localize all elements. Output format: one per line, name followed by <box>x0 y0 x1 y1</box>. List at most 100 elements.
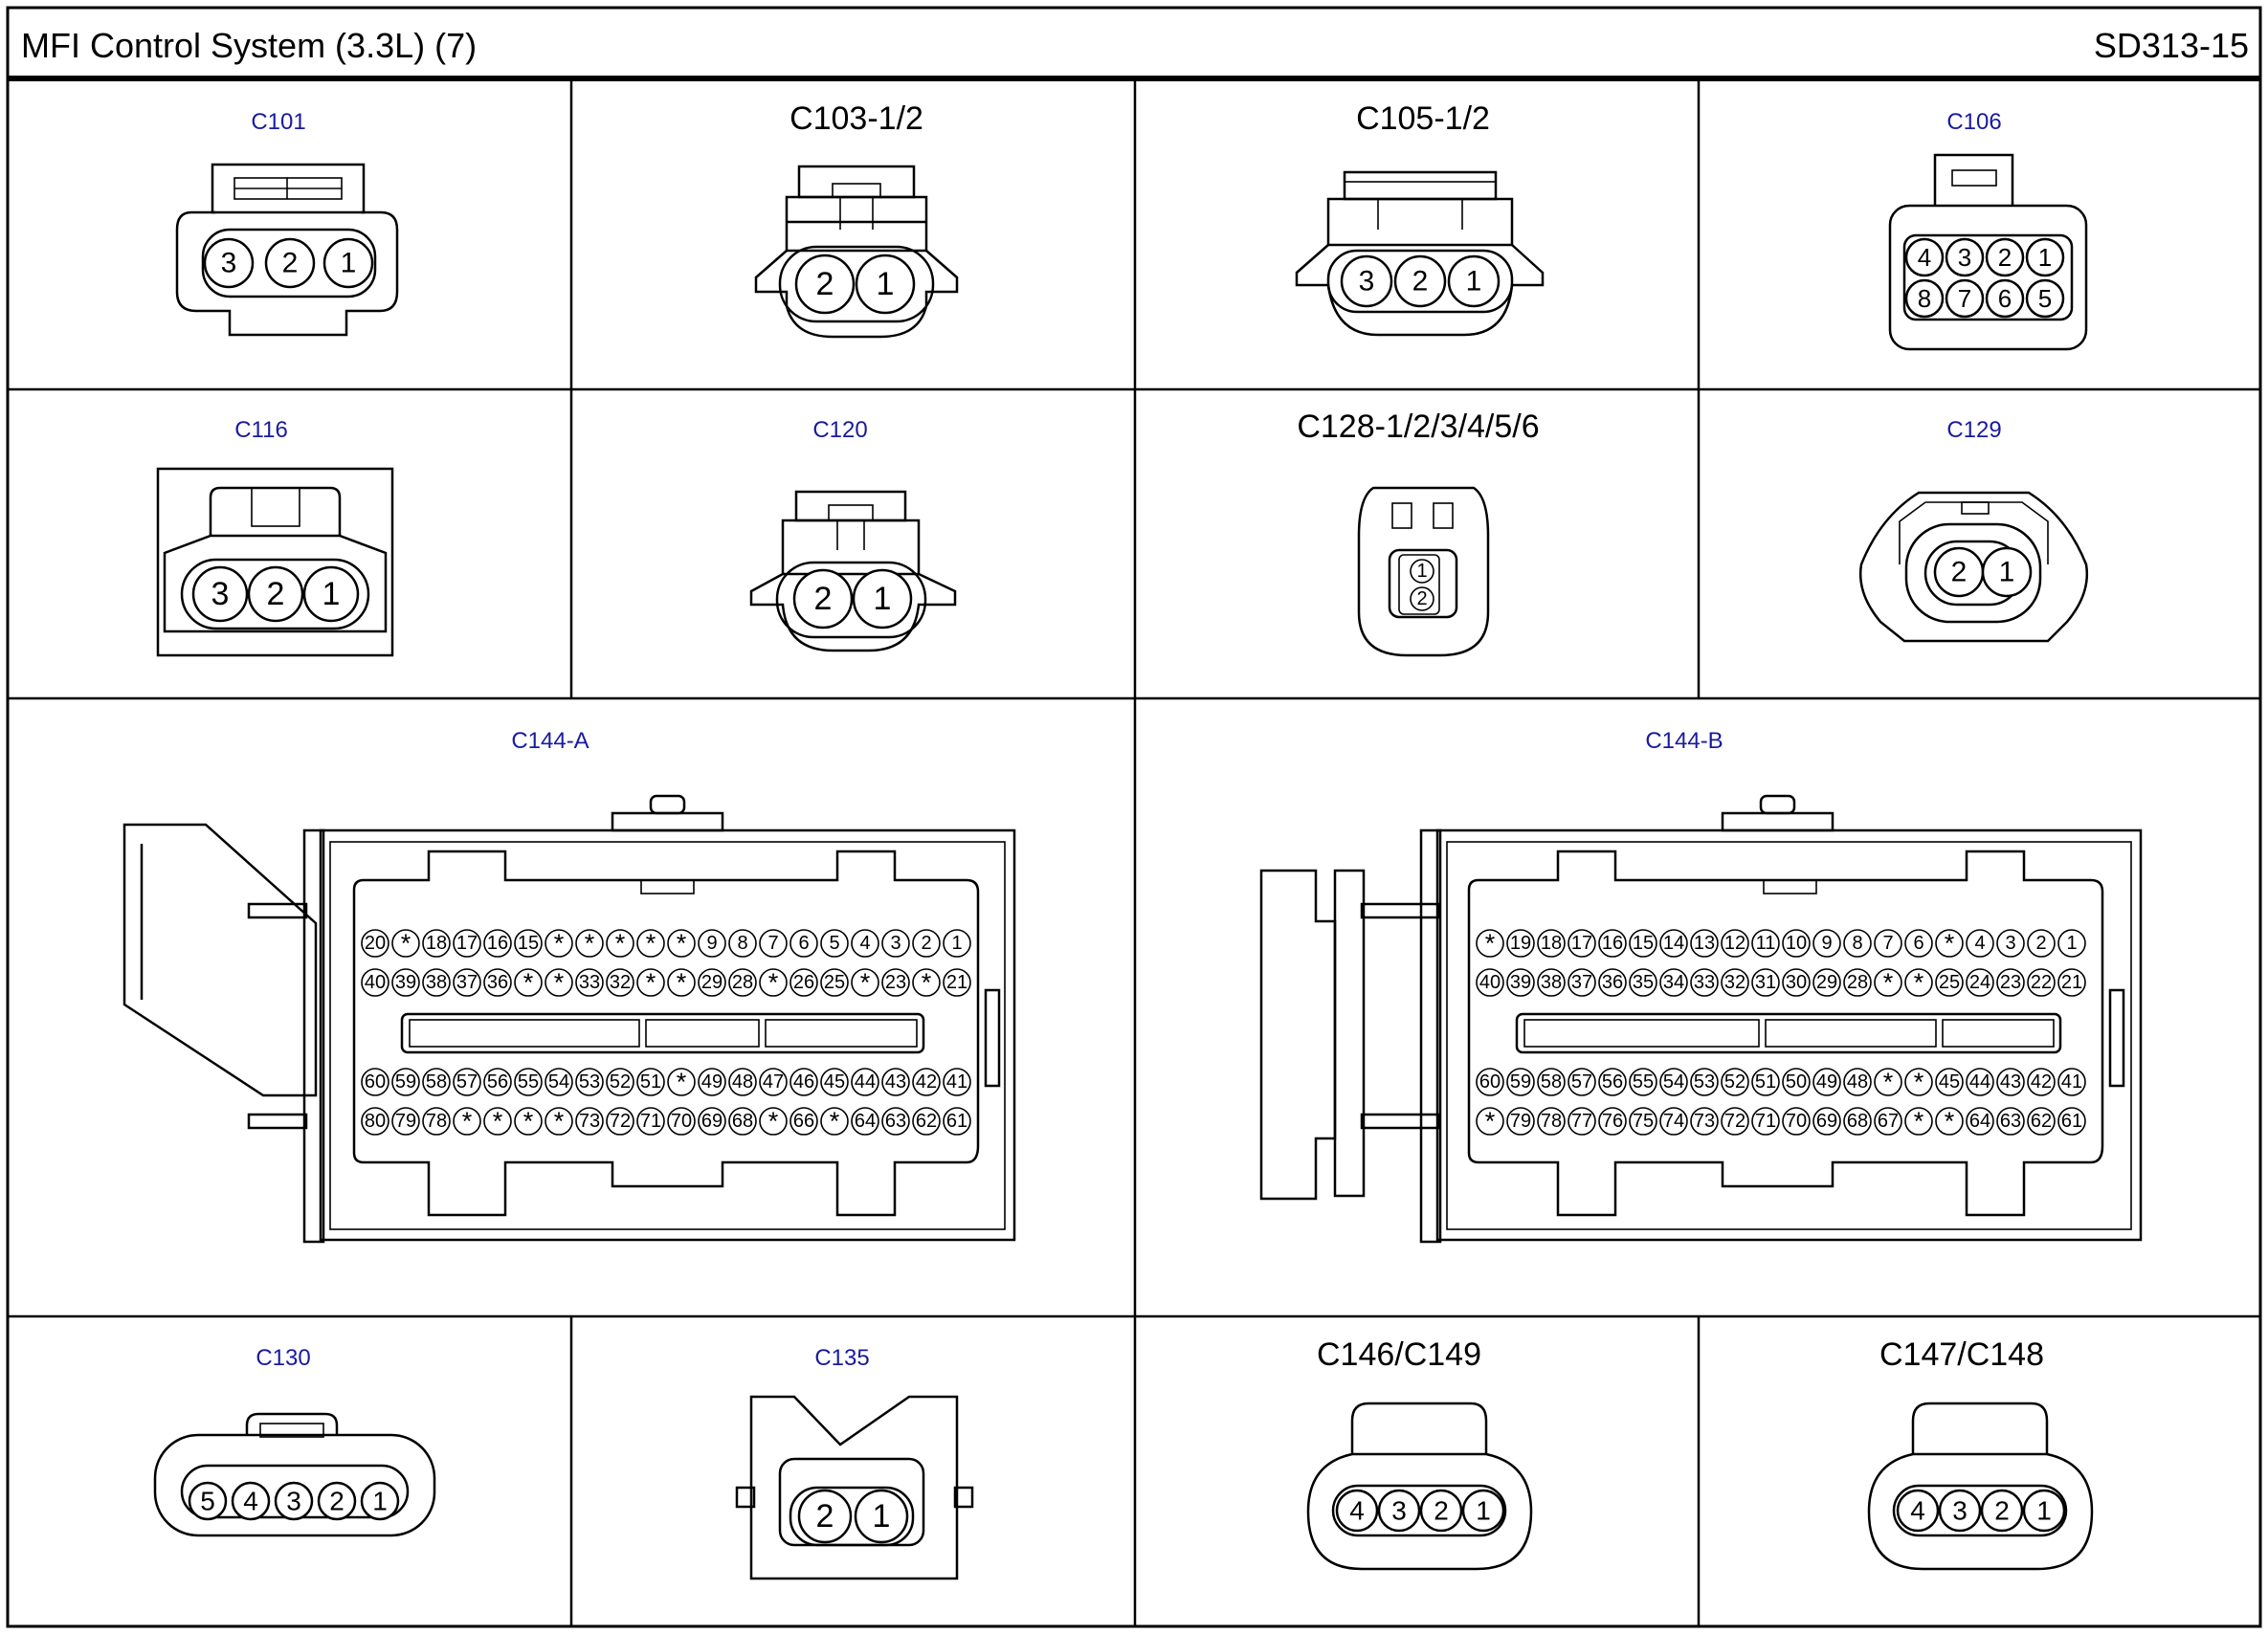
pin-number: 25 <box>824 972 845 993</box>
pin-circle <box>1721 968 1749 997</box>
pin-circle <box>881 1107 910 1136</box>
pin-circle <box>391 968 420 997</box>
grid-lines <box>8 81 2260 1626</box>
pin-circle <box>391 929 420 958</box>
pin-number: 34 <box>1663 972 1684 993</box>
pin-circle <box>1476 968 1504 997</box>
pin-number: 71 <box>1755 1111 1776 1132</box>
pin-number: 42 <box>2031 1071 2052 1093</box>
pin-circle <box>820 929 849 958</box>
pin-unused-marker: * <box>585 929 595 958</box>
pin-circle <box>789 968 818 997</box>
pin-number: 22 <box>2031 972 2052 993</box>
pin-circle <box>1751 968 1780 997</box>
pin-number: 1 <box>1416 561 1427 582</box>
pin-circle <box>483 1068 512 1096</box>
pin-circle <box>1598 968 1627 997</box>
pin-number: 17 <box>1571 933 1592 954</box>
pin-circle <box>1476 929 1504 958</box>
pin-circle <box>302 565 360 623</box>
pin-circle <box>545 1107 573 1136</box>
pin-circle <box>1782 1107 1811 1136</box>
pin-circle <box>851 968 879 997</box>
pin-number: 80 <box>365 1111 386 1132</box>
pin-number: 36 <box>1602 972 1623 993</box>
pin-number: 3 <box>2005 933 2015 954</box>
pin-circle <box>1782 968 1811 997</box>
pin-number: 5 <box>2038 284 2052 313</box>
pin-number: 4 <box>1918 243 1931 272</box>
pin-number: 38 <box>426 972 447 993</box>
pin-number: 14 <box>1663 933 1684 954</box>
pin-circle <box>361 968 389 997</box>
pin-circle <box>852 568 913 629</box>
pin-circle <box>1568 968 1596 997</box>
pin-circle <box>1537 929 1566 958</box>
pin-number: 9 <box>706 933 717 954</box>
pin-number: 1 <box>873 1498 891 1535</box>
pin-number: 63 <box>885 1111 906 1132</box>
pin-number: 41 <box>946 1071 967 1093</box>
pin-number: 32 <box>1724 972 1745 993</box>
pin-circle <box>361 929 389 958</box>
pin-circle <box>943 1068 971 1096</box>
pin-number: 4 <box>1349 1496 1365 1526</box>
pin-circle <box>636 968 665 997</box>
pin-number: 56 <box>487 1071 508 1093</box>
pin-circle <box>231 1481 271 1521</box>
pin-circle <box>606 1107 634 1136</box>
pin-circle <box>1629 1068 1657 1096</box>
pin-number: 55 <box>518 1071 539 1093</box>
pin-circle <box>912 929 941 958</box>
pin-circle <box>514 929 543 958</box>
pin-number: 54 <box>1663 1071 1684 1093</box>
pin-number: 2 <box>1998 243 2012 272</box>
label-c128: C128-1/2/3/4/5/6 <box>1297 408 1539 445</box>
pin-number: 2 <box>816 1498 834 1535</box>
pin-number: 16 <box>487 933 508 954</box>
pin-circle <box>1476 1068 1504 1096</box>
pin-circle <box>1506 968 1535 997</box>
pin-circle <box>606 1068 634 1096</box>
pin-circle <box>667 1107 696 1136</box>
pin-unused-marker: * <box>401 929 411 958</box>
pin-circle <box>1721 1107 1749 1136</box>
pin-circle <box>1751 1107 1780 1136</box>
pin-circle <box>820 968 849 997</box>
pin-circle <box>1721 929 1749 958</box>
pin-number: 68 <box>732 1111 753 1132</box>
pin-number: 42 <box>916 1071 937 1093</box>
pin-circle <box>1874 968 1902 997</box>
pin-number: 2 <box>267 576 285 612</box>
pin-number: 75 <box>1633 1111 1654 1132</box>
pin-number: 3 <box>211 576 230 612</box>
pin-number: 49 <box>1816 1071 1837 1093</box>
pin-circle <box>1659 1068 1688 1096</box>
pin-circle <box>2057 1107 2086 1136</box>
pin-circle <box>1904 1068 1933 1096</box>
pin-number: 32 <box>610 972 631 993</box>
pin-number: 4 <box>1910 1496 1925 1526</box>
label-c116: C116 <box>234 417 288 443</box>
pin-circle <box>247 565 304 623</box>
pin-number: 2 <box>1994 1496 2010 1526</box>
pin-circle <box>1629 929 1657 958</box>
pin-circle <box>575 929 604 958</box>
label-c106: C106 <box>1946 109 2001 135</box>
pin-number: 35 <box>1633 972 1654 993</box>
pin-number: 44 <box>855 1071 876 1093</box>
pin-number: 55 <box>1633 1071 1654 1093</box>
pin-circle <box>514 968 543 997</box>
pin-circle <box>759 968 788 997</box>
pin-circle <box>361 1107 389 1136</box>
pin-circle <box>1782 929 1811 958</box>
pin-circle <box>422 1068 451 1096</box>
pin-circle <box>1945 237 1985 277</box>
pin-circle <box>792 568 854 629</box>
pin-number: 63 <box>2000 1111 2021 1132</box>
